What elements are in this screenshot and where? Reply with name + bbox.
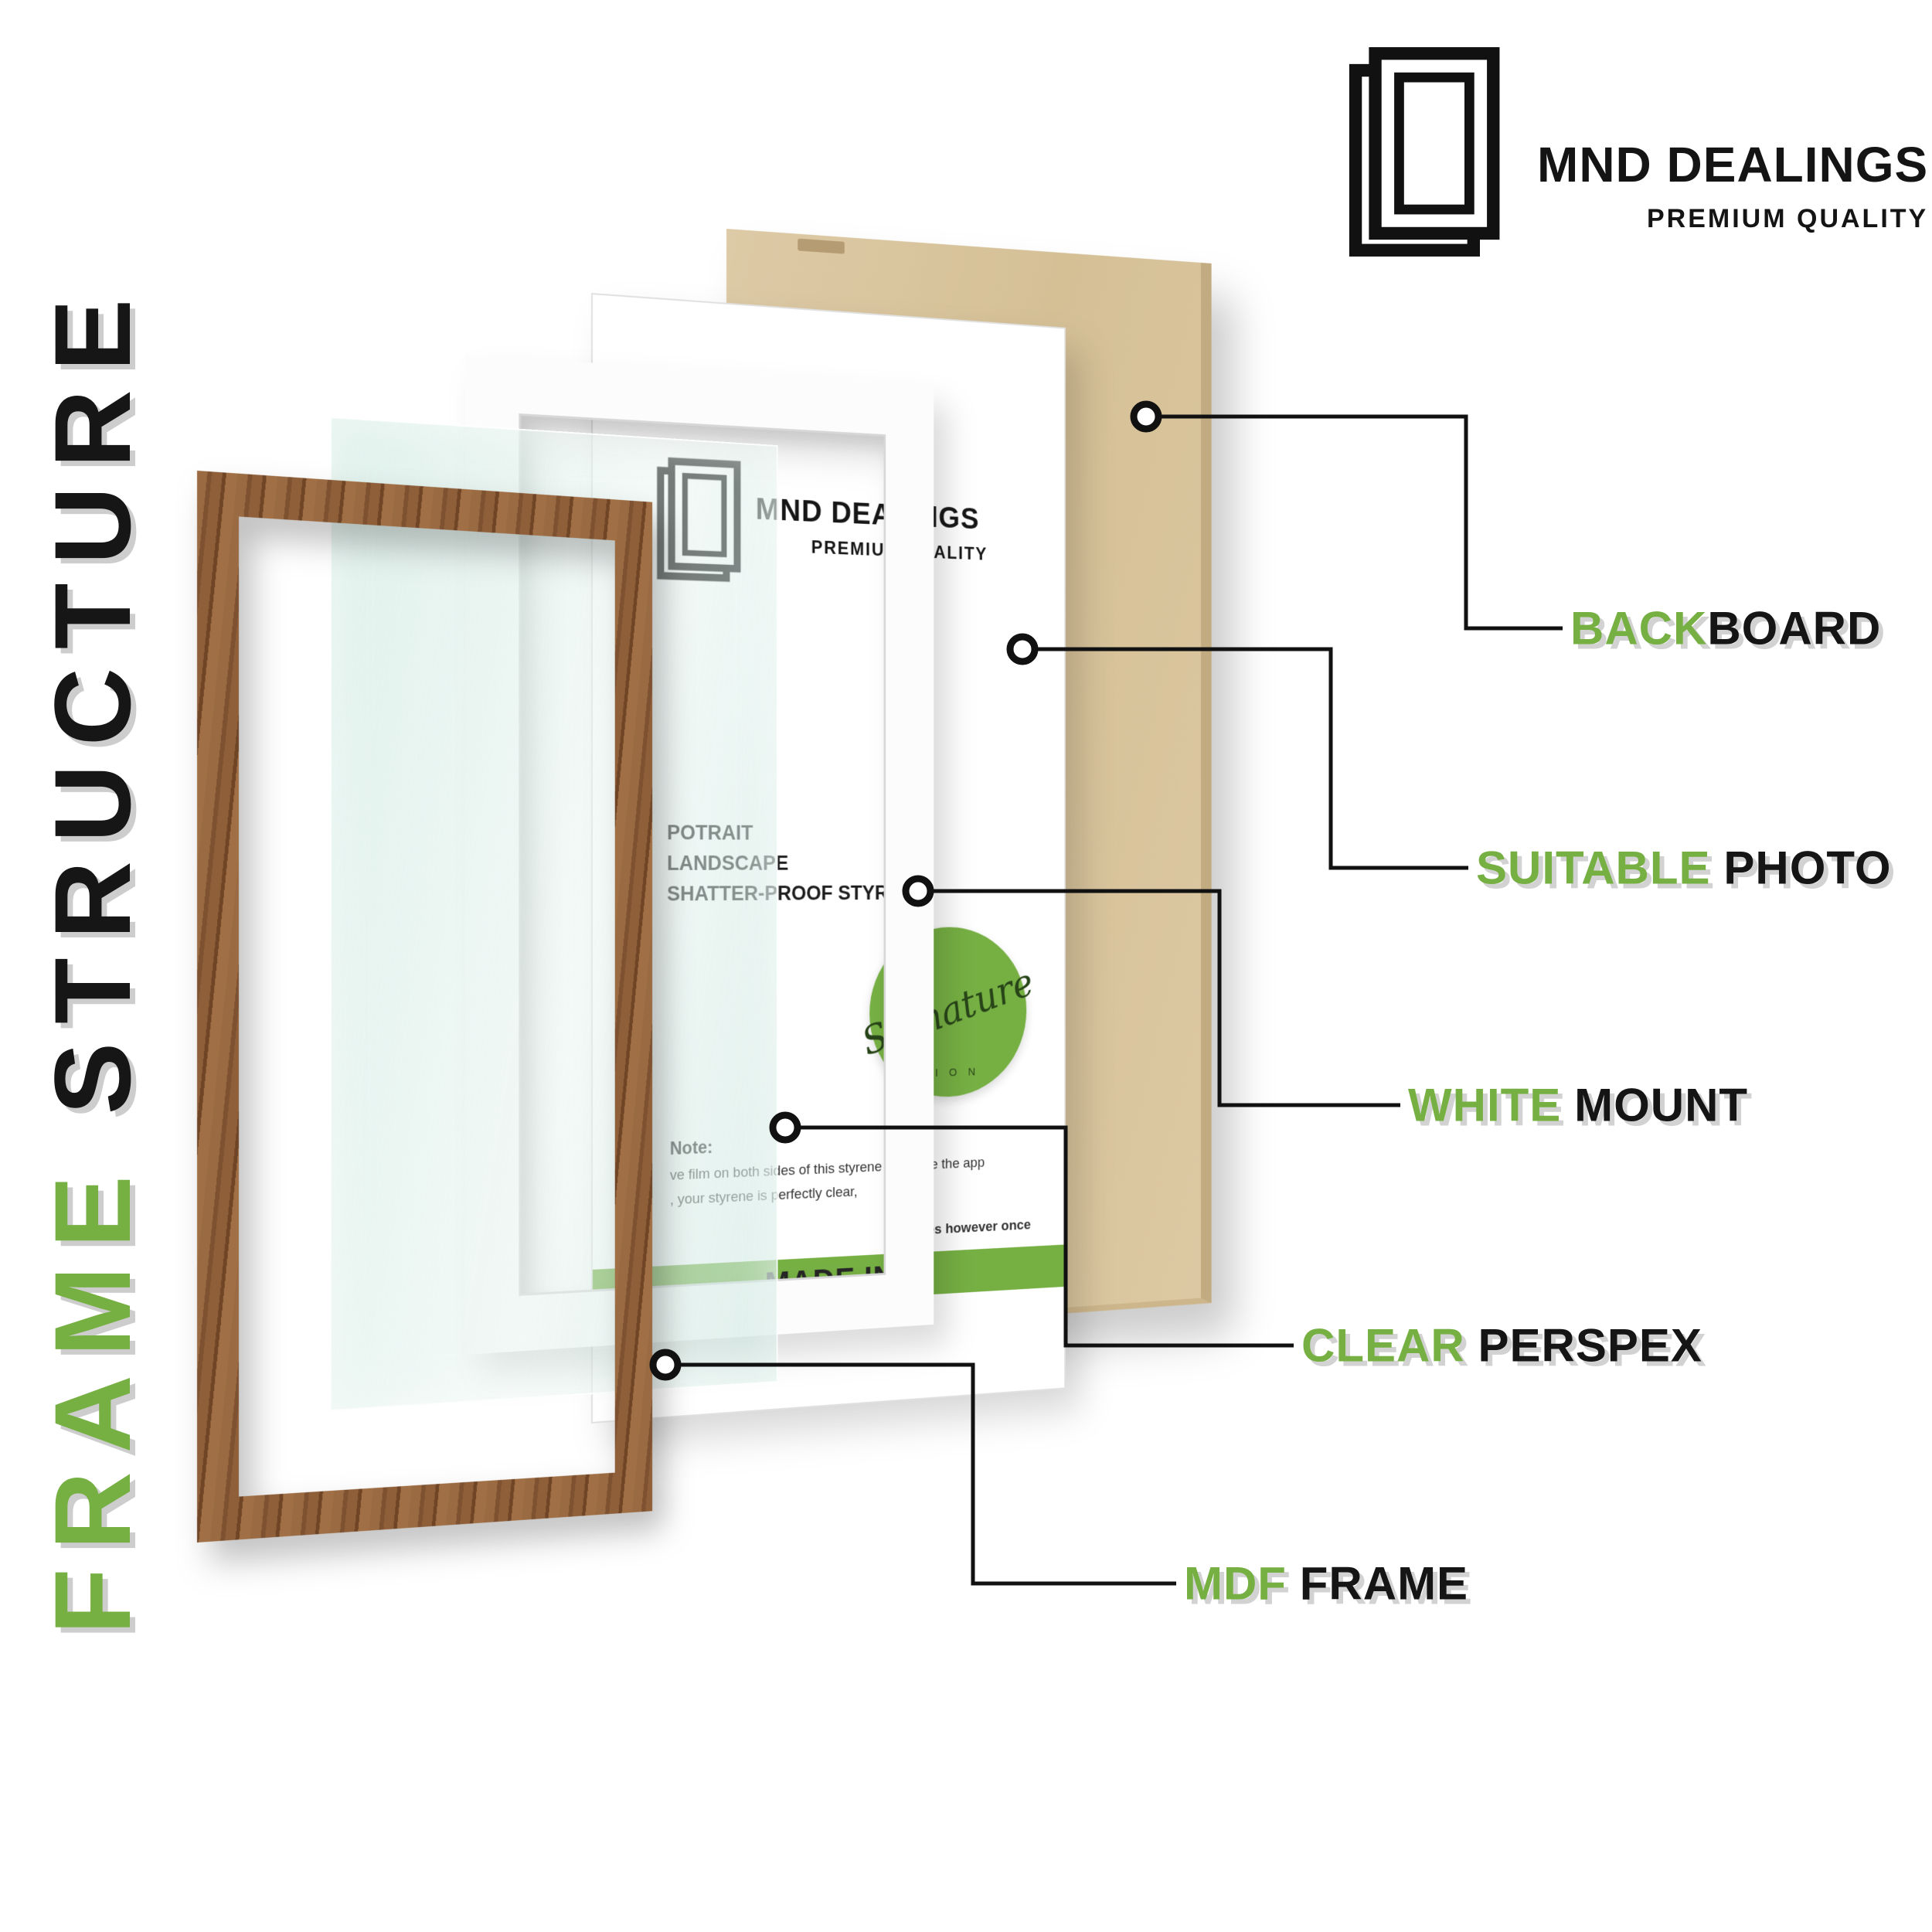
label-white-mount-black: MOUNT	[1574, 1079, 1749, 1131]
brand-text: MND DEALINGS PREMIUM QUALITY	[1537, 136, 1928, 257]
double-frame-logo-icon	[1349, 47, 1500, 257]
title-word-frame: FRAME	[32, 1157, 153, 1634]
label-suitable-photo-green: SUITABLE	[1476, 842, 1711, 894]
backboard-hanger-notch	[798, 238, 845, 254]
label-mdf-frame-black: FRAME	[1299, 1557, 1469, 1610]
label-mdf-frame-green: MDF	[1184, 1557, 1287, 1610]
brand-name: MND DEALINGS	[1537, 137, 1929, 192]
brand-header: MND DEALINGS PREMIUM QUALITY	[1349, 46, 1928, 257]
label-backboard-green: BACK	[1570, 602, 1708, 655]
page-title: FRAME STRUCTURE	[32, 281, 153, 1634]
label-backboard-black: BOARD	[1707, 602, 1882, 655]
label-white-mount-green: WHITE	[1408, 1079, 1562, 1131]
label-clear-perspex-black: PERSPEX	[1478, 1319, 1702, 1372]
brand-tagline: PREMIUM QUALITY	[1647, 204, 1929, 233]
title-word-structure: STRUCTURE	[32, 280, 153, 1115]
layer-mdf-frame	[197, 471, 653, 1543]
label-backboard: BACKBOARD	[1570, 602, 1881, 655]
label-suitable-photo-black: PHOTO	[1723, 842, 1892, 894]
label-clear-perspex-green: CLEAR	[1301, 1319, 1465, 1372]
